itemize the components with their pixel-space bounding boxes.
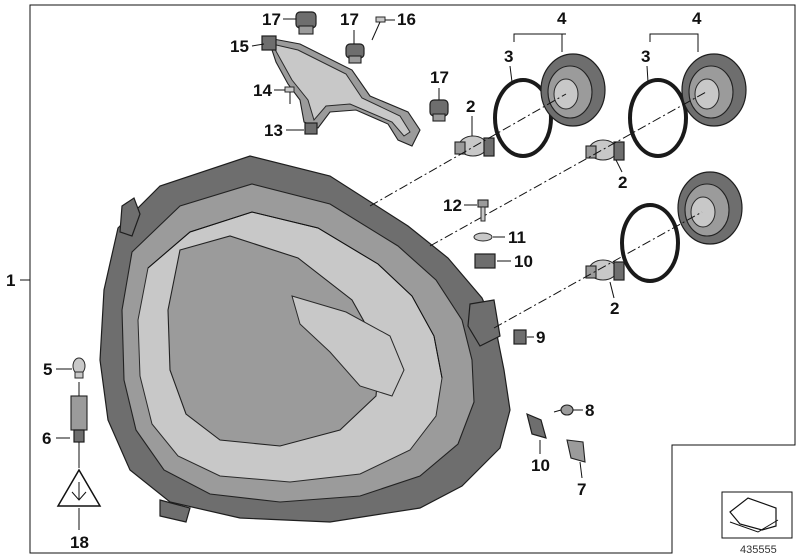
- leader-3a: [509, 65, 513, 83]
- callout-2c: 2: [610, 299, 619, 318]
- bulb-cover-lower: [677, 171, 743, 245]
- callout-10b: 10: [531, 456, 550, 475]
- callout-5: 5: [43, 360, 52, 379]
- clip-9: [513, 329, 527, 345]
- screw-12: [477, 199, 489, 222]
- callout-15: 15: [230, 37, 249, 56]
- callout-17b: 17: [340, 10, 359, 29]
- callout-4b: 4: [692, 9, 702, 28]
- callout-9: 9: [536, 328, 545, 347]
- callout-7: 7: [577, 480, 586, 499]
- leader-7: [579, 461, 583, 479]
- callout-17a: 17: [262, 10, 281, 29]
- rubber-grommet-middle: [345, 43, 365, 64]
- bulb-5: [72, 357, 86, 379]
- callout-14: 14: [253, 81, 272, 100]
- bulb-lower: [585, 259, 625, 281]
- assembly-line-2: [429, 91, 707, 247]
- leader-2c: [609, 281, 615, 299]
- direction-arrow-icon: [721, 491, 793, 539]
- bulb-middle: [585, 139, 625, 161]
- sealing-ring-lower: [620, 203, 680, 283]
- clip-7: [566, 439, 586, 463]
- bulb-socket-6: [70, 382, 88, 468]
- bulb-cover-right: [681, 53, 747, 127]
- sealing-ring-right: [628, 78, 688, 158]
- rubber-grommet-top: [295, 11, 317, 35]
- callout-11: 11: [508, 228, 526, 247]
- leader-4a: [513, 33, 566, 52]
- callout-12: 12: [443, 196, 462, 215]
- warning-triangle-icon: [56, 468, 102, 507]
- assembly-line-3: [493, 211, 703, 329]
- callout-8: 8: [585, 401, 594, 420]
- callout-18: 18: [70, 533, 89, 552]
- rubber-grommet-right: [429, 99, 449, 122]
- leader-3b: [646, 65, 649, 83]
- leader-15: [251, 43, 265, 47]
- catalog-number: 435555: [740, 544, 777, 556]
- leader-4b: [649, 33, 699, 52]
- callout-2a: 2: [466, 97, 475, 116]
- callout-10a: 10: [514, 252, 533, 271]
- washer-11: [473, 232, 493, 242]
- callout-6: 6: [42, 429, 51, 448]
- bulb-cover-left: [540, 53, 606, 127]
- sealing-ring-left: [493, 78, 553, 158]
- leader-2b: [615, 159, 623, 173]
- callout-13: 13: [264, 121, 283, 140]
- screw-8: [553, 404, 574, 416]
- mounting-bracket: [261, 35, 421, 147]
- nut-10-lower: [526, 412, 547, 439]
- callout-3b: 3: [641, 47, 650, 66]
- callout-1: 1: [6, 271, 15, 290]
- clip-13: [304, 122, 318, 135]
- screw-14: [284, 86, 295, 104]
- callout-3a: 3: [504, 47, 513, 66]
- screw-16: [371, 16, 386, 41]
- callout-4a: 4: [557, 9, 567, 28]
- nut-10-upper: [474, 253, 496, 269]
- callout-2b: 2: [618, 173, 627, 192]
- callout-17c: 17: [430, 68, 449, 87]
- headlight-housing: [99, 155, 511, 523]
- assembly-line-1: [369, 93, 567, 207]
- frame-border: [29, 4, 796, 554]
- callout-16: 16: [397, 10, 416, 29]
